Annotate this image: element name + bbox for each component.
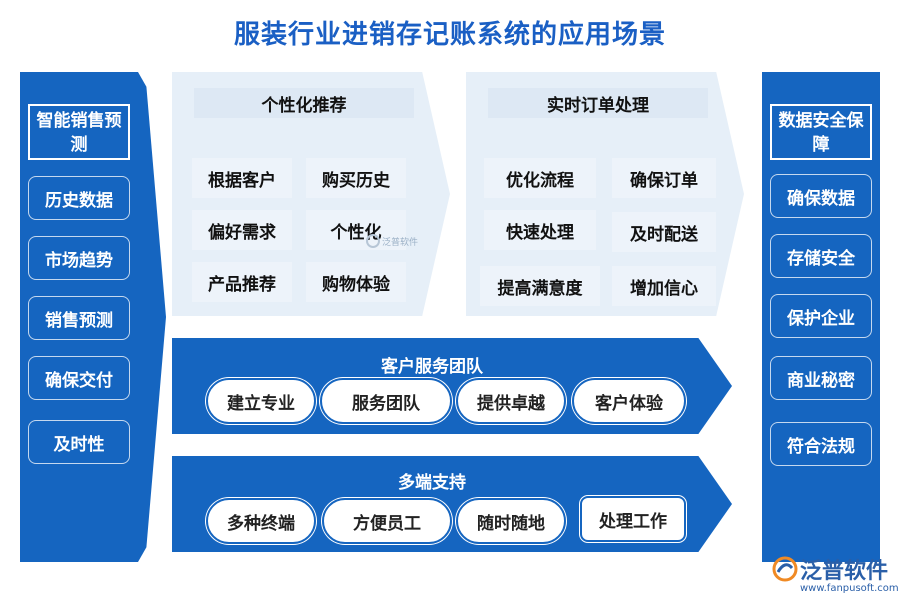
bar-pill: 提供卓越 [456, 378, 566, 424]
left-column: 智能销售预测 历史数据 市场趋势 销售预测 确保交付 及时性 [20, 72, 138, 562]
watermark-logo-icon [366, 234, 380, 248]
panel-cell: 偏好需求 [192, 210, 292, 250]
watermark: 泛普软件 [366, 234, 418, 248]
bar-pill: 建立专业 [206, 378, 316, 424]
panel-cell: 购物体验 [306, 262, 406, 302]
left-item: 销售预测 [28, 296, 130, 340]
panel-cell: 产品推荐 [192, 262, 292, 302]
brand-logo-icon [772, 556, 798, 582]
right-item: 确保数据 [770, 174, 872, 218]
bar-title: 多端支持 [398, 473, 466, 493]
left-column-heading: 智能销售预测 [28, 104, 130, 160]
watermark-text: 泛普软件 [382, 237, 419, 248]
panel-title: 实时订单处理 [488, 88, 708, 118]
panel-cell: 快速处理 [484, 210, 596, 250]
right-column-heading: 数据安全保障 [770, 104, 872, 160]
brand-logo-text: 泛普软件 [800, 559, 889, 584]
panel-cell: 根据客户 [192, 158, 292, 198]
page-title: 服装行业进销存记账系统的应用场景 [233, 20, 666, 50]
brand-url: www.fanpusoft.com [800, 583, 899, 594]
bar-pill: 多种终端 [206, 498, 316, 544]
left-item: 历史数据 [28, 176, 130, 220]
panel-cell: 提高满意度 [480, 266, 600, 306]
right-item: 保护企业 [770, 294, 872, 338]
right-item: 存储安全 [770, 234, 872, 278]
left-item: 市场趋势 [28, 236, 130, 280]
panel-title: 个性化推荐 [194, 88, 414, 118]
bar-pill: 客户体验 [572, 378, 686, 424]
bar-title: 客户服务团队 [381, 357, 483, 377]
panel-cell: 购买历史 [306, 158, 406, 198]
left-column-arrow [138, 72, 166, 562]
panel-cell: 及时配送 [612, 212, 716, 252]
panel-cell: 增加信心 [612, 266, 716, 306]
bar-pill: 服务团队 [320, 378, 452, 424]
panel-cell: 优化流程 [484, 158, 596, 198]
right-item: 商业秘密 [770, 356, 872, 400]
left-item: 及时性 [28, 420, 130, 464]
left-item: 确保交付 [28, 356, 130, 400]
panel-cell: 个性化 [306, 210, 406, 250]
bar-pill: 处理工作 [580, 496, 686, 542]
right-item: 符合法规 [770, 422, 872, 466]
bar-pill: 随时随地 [456, 498, 566, 544]
bar-pill: 方便员工 [322, 498, 452, 544]
panel-cell: 确保订单 [612, 158, 716, 198]
right-column: 数据安全保障 确保数据 存储安全 保护企业 商业秘密 符合法规 [762, 72, 880, 562]
